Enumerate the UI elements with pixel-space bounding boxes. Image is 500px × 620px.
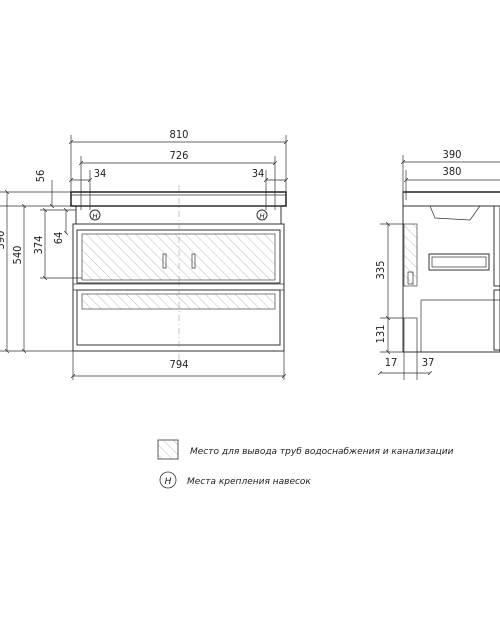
side-view: 390 380 335 131 17 37 bbox=[374, 148, 500, 380]
svg-text:810: 810 bbox=[170, 128, 189, 141]
svg-text:374: 374 bbox=[32, 236, 45, 255]
svg-text:390: 390 bbox=[443, 148, 462, 161]
svg-text:H: H bbox=[259, 213, 265, 221]
svg-text:380: 380 bbox=[443, 165, 462, 178]
svg-text:34: 34 bbox=[252, 167, 265, 180]
svg-text:131: 131 bbox=[374, 325, 387, 344]
svg-text:56: 56 bbox=[34, 170, 47, 183]
countertop bbox=[70, 191, 287, 207]
svg-text:37: 37 bbox=[422, 356, 435, 369]
hanger-mark-right: H bbox=[256, 209, 268, 221]
pipe-zone-side bbox=[403, 223, 418, 287]
svg-text:64: 64 bbox=[52, 232, 65, 245]
pipe-zone-front bbox=[81, 233, 276, 281]
svg-text:726: 726 bbox=[170, 149, 189, 162]
svg-text:Место для вывода труб водоснаб: Место для вывода труб водоснабжения и ка… bbox=[190, 447, 454, 457]
pipe-zone-front-lower bbox=[81, 293, 276, 310]
legend-hangers: H Места крепления навесок bbox=[159, 471, 311, 489]
svg-text:Места крепления навесок: Места крепления навесок bbox=[187, 477, 311, 487]
hanger-legend-icon bbox=[159, 471, 177, 489]
svg-text:540: 540 bbox=[11, 246, 24, 265]
svg-text:335: 335 bbox=[374, 261, 387, 280]
svg-text:H: H bbox=[92, 213, 98, 221]
hanger-mark-left: H bbox=[89, 209, 101, 221]
legend: Место для вывода труб водоснабжения и ка… bbox=[157, 439, 454, 489]
mount-rail bbox=[75, 205, 282, 225]
svg-text:H: H bbox=[165, 477, 172, 487]
lower-drawer bbox=[76, 289, 281, 346]
legend-pipes: Место для вывода труб водоснабжения и ка… bbox=[157, 439, 454, 460]
upper-drawer bbox=[76, 229, 281, 284]
svg-text:590: 590 bbox=[0, 231, 7, 250]
svg-text:17: 17 bbox=[385, 356, 398, 369]
svg-text:34: 34 bbox=[94, 167, 107, 180]
hatch-legend-icon bbox=[157, 439, 179, 460]
svg-text:794: 794 bbox=[170, 358, 189, 371]
front-view: H H 810 726 34 bbox=[0, 128, 286, 380]
